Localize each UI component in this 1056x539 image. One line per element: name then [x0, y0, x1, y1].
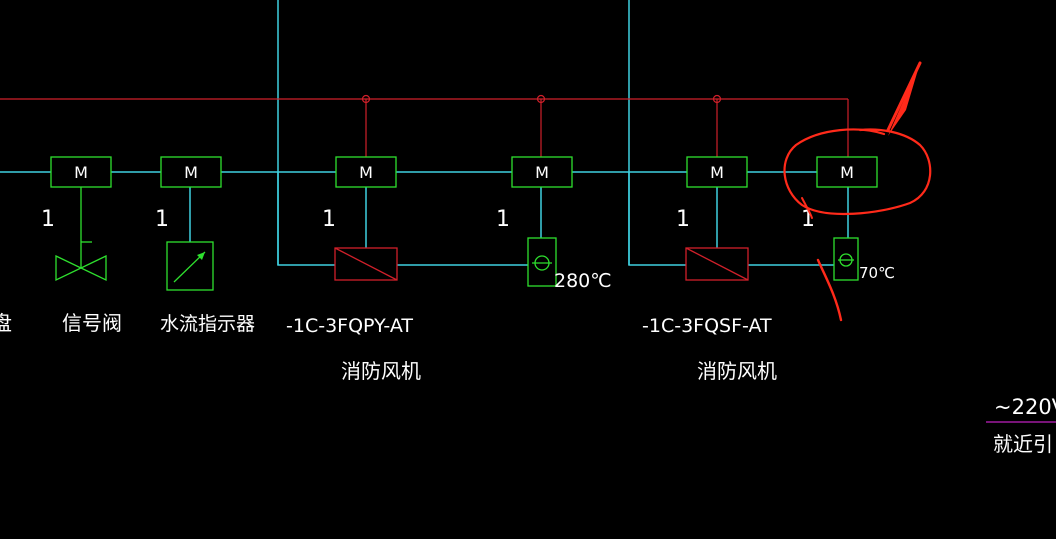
module-box-6: M: [816, 156, 878, 188]
junction-node-1: [361, 94, 371, 104]
fan-box-2: [685, 247, 749, 281]
fan2-name-label: 消防风机: [697, 359, 777, 383]
module-count-4: 1: [496, 207, 510, 232]
fan1-loop: [277, 172, 335, 266]
module-label: M: [710, 163, 724, 182]
fire-damper-icon-1: [527, 237, 557, 287]
module-label: M: [840, 163, 854, 182]
water-flow-indicator-icon: [166, 241, 214, 291]
junction-node-3: [712, 94, 722, 104]
module-label: M: [359, 163, 373, 182]
module-box-2: M: [160, 156, 222, 188]
fan1-name-label: 消防风机: [341, 359, 421, 383]
junction-node-2: [536, 94, 546, 104]
module-count-5: 1: [676, 207, 690, 232]
signal-valve-label: 信号阀: [62, 311, 122, 335]
module-count-3: 1: [322, 207, 336, 232]
module-label: M: [535, 163, 549, 182]
module-box-4: M: [511, 156, 573, 188]
module-box-1: M: [50, 156, 112, 188]
annotation-arrow: [886, 61, 922, 136]
module-box-5: M: [686, 156, 748, 188]
power-note-label: 就近引自: [993, 432, 1056, 456]
damper-temp-2: 70℃: [859, 264, 895, 282]
water-flow-indicator-label: 水流指示器: [160, 313, 255, 335]
module-count-2: 1: [155, 207, 169, 232]
annotation-stroke: [816, 258, 843, 322]
signal-valve-icon: [55, 254, 107, 282]
fan1-code-label: -1C-3FQPY-AT: [286, 315, 413, 337]
module-count-6: 1: [801, 207, 815, 232]
fan2-code-label: -1C-3FQSF-AT: [642, 315, 772, 337]
fan2-loop: [628, 172, 686, 266]
module-label: M: [74, 163, 88, 182]
damper-temp-1: 280℃: [554, 270, 612, 292]
fan-box-1: [334, 247, 398, 281]
annotation-circle: [783, 128, 932, 216]
annotation-tick: [801, 197, 813, 219]
module-count-1: 1: [41, 207, 55, 232]
module-box-3: M: [335, 156, 397, 188]
module-label: M: [184, 163, 198, 182]
power-voltage-label: ~220V: [994, 395, 1056, 419]
fire-damper-icon-2: [833, 237, 859, 281]
left-partial-label: 盘: [0, 311, 12, 335]
